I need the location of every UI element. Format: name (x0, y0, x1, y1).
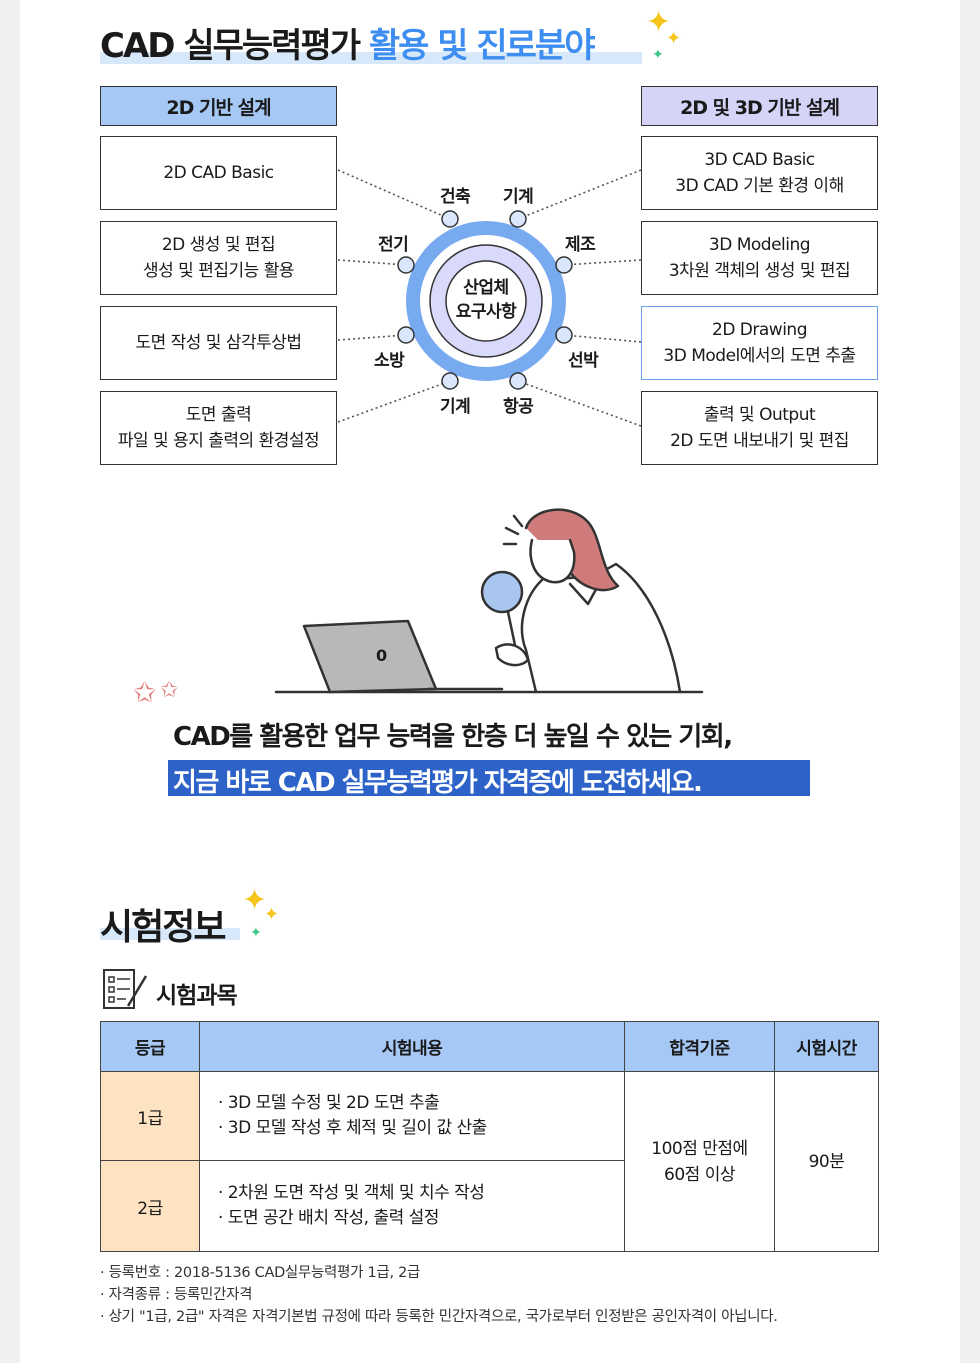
sparkle-icon: ✦ (652, 47, 664, 63)
hub-center-line: 요구사항 (455, 302, 517, 322)
laptop-screen (302, 619, 438, 694)
box-line: 3D CAD Basic (704, 150, 815, 170)
left-box-3: 도면 작성 및 삼각투상법 (100, 306, 337, 380)
sparkle-icon: ✦ (646, 5, 672, 40)
industry-label: 소방 (374, 351, 405, 371)
box-line: 2D CAD Basic (163, 163, 274, 183)
pass-criteria-cell: 100점 만점에 60점 이상 (624, 1071, 775, 1252)
laptop-logo: 0 (376, 646, 388, 665)
right-box-4: 출력 및 Output 2D 도면 내보내기 및 편집 (641, 391, 878, 465)
note-line: · 상기 "1급, 2급" 자격은 자격기본법 규정에 따라 등록한 민간자격으… (100, 1309, 778, 1325)
box-line: 3D CAD 기본 환경 이해 (675, 176, 844, 196)
page-title: CAD 실무능력평가 활용 및 진로분야 (100, 18, 596, 67)
industry-label: 기계 (503, 187, 534, 207)
industry-label: 항공 (503, 397, 534, 417)
box-line: 2D 도면 내보내기 및 편집 (670, 431, 849, 451)
connector-lines (337, 169, 642, 427)
grade-cell: 1급 (100, 1071, 200, 1161)
industry-label: 선박 (568, 351, 599, 371)
note-line: · 자격종류 : 등록민간자격 (100, 1287, 253, 1303)
box-line: 생성 및 편집기능 활용 (143, 261, 294, 281)
tagline-line-2: 지금 바로 CAD 실무능력평가 자격증에 도전하세요. (173, 768, 703, 798)
industry-label: 제조 (565, 235, 596, 255)
table-header-row: 등급 시험내용 합격기준 시험시간 (100, 1021, 879, 1072)
page: CAD 실무능력평가 활용 및 진로분야 ✦ ✦ ✦ 2D 기반 설계 2D 및… (20, 0, 960, 1363)
woman-magnifier-illustration (274, 508, 704, 694)
box-line: 3D Modeling (708, 235, 811, 255)
hub-nodes (397, 210, 573, 390)
magnifier-lens (480, 570, 524, 614)
note-line: · 등록번호 : 2018-5136 CAD실무능력평가 1급, 2급 (100, 1265, 421, 1281)
pass-criteria-line: 60점 이상 (664, 1164, 735, 1185)
industry-label: 기계 (440, 397, 471, 417)
right-box-1: 3D CAD Basic 3D CAD 기본 환경 이해 (641, 136, 878, 210)
star-icon: ✩ (160, 678, 179, 703)
exam-notes: · 등록번호 : 2018-5136 CAD실무능력평가 1급, 2급 · 자격… (100, 1262, 778, 1328)
content-item: · 도면 공간 배치 작성, 출력 설정 (218, 1208, 439, 1228)
table-row: 2급 · 2차원 도면 작성 및 객체 및 치수 작성 · 도면 공간 배치 작… (100, 1160, 879, 1252)
right-box-2: 3D Modeling 3차원 객체의 생성 및 편집 (641, 221, 878, 295)
industry-label: 전기 (378, 235, 409, 255)
box-line: 도면 출력 (185, 405, 252, 425)
header-pass-criteria: 합격기준 (624, 1021, 775, 1072)
sparkle-icon: ✦ (242, 883, 268, 918)
box-line: 2D 생성 및 편집 (161, 235, 276, 255)
magnifier-handle (506, 610, 518, 652)
page-title-highlight: 활용 및 진로분야 (368, 26, 596, 66)
content-cell: · 3D 모델 수정 및 2D 도면 추출 · 3D 모델 작성 후 체적 및 … (199, 1071, 625, 1161)
hub-center-line: 산업체 (463, 278, 509, 298)
left-column-header: 2D 기반 설계 (100, 86, 337, 126)
duration-cell: 90분 (774, 1071, 879, 1252)
page-title-plain: CAD 실무능력평가 (100, 26, 369, 66)
face (529, 538, 576, 584)
industry-label: 건축 (440, 187, 471, 207)
sparkle-icon: ✦ (264, 904, 280, 925)
exam-table: 등급 시험내용 합격기준 시험시간 1급 · 3D 모델 수정 및 2D 도면 … (100, 1021, 879, 1252)
left-box-4: 도면 출력 파일 및 용지 출력의 환경설정 (100, 391, 337, 465)
header-grade: 등급 (100, 1021, 200, 1072)
hand (494, 643, 530, 667)
section-title: 시험정보 (100, 907, 226, 948)
checklist-icon (103, 969, 148, 1009)
content-item: · 2차원 도면 작성 및 객체 및 치수 작성 (218, 1183, 485, 1203)
header-duration: 시험시간 (774, 1021, 879, 1072)
surprise-lines (502, 514, 524, 546)
star-icon: ✩ (133, 676, 157, 709)
right-box-3: 2D Drawing 3D Model에서의 도면 추출 (641, 306, 878, 380)
industry-hub-diagram (337, 169, 642, 427)
hub-center (445, 260, 527, 342)
section-title-highlight-bar (100, 928, 240, 940)
content-item: · 3D 모델 작성 후 체적 및 길이 값 산출 (218, 1118, 487, 1138)
sparkle-icon: ✦ (250, 925, 262, 941)
title-highlight-bar (100, 52, 642, 64)
box-line: 출력 및 Output (703, 405, 816, 425)
left-box-1: 2D CAD Basic (100, 136, 337, 210)
box-line: 2D Drawing (712, 320, 808, 340)
header-content: 시험내용 (199, 1021, 625, 1072)
box-line: 3D Model에서의 도면 추출 (663, 346, 856, 366)
pass-criteria-line: 100점 만점에 (651, 1138, 748, 1159)
box-line: 파일 및 용지 출력의 환경설정 (117, 431, 320, 451)
grade-cell: 2급 (100, 1160, 200, 1252)
table-row: 1급 · 3D 모델 수정 및 2D 도면 추출 · 3D 모델 작성 후 체적… (100, 1071, 879, 1252)
content-cell: · 2차원 도면 작성 및 객체 및 치수 작성 · 도면 공간 배치 작성, … (199, 1160, 625, 1252)
box-line: 3차원 객체의 생성 및 편집 (668, 261, 851, 281)
box-line: 도면 작성 및 삼각투상법 (135, 333, 302, 353)
tagline-highlight-bar (168, 760, 810, 796)
right-column-header: 2D 및 3D 기반 설계 (641, 86, 878, 126)
exam-subjects-title: 시험과목 (156, 983, 238, 1009)
hub-center-label: 산업체 요구사항 (436, 276, 536, 324)
left-box-2: 2D 생성 및 편집 생성 및 편집기능 활용 (100, 221, 337, 295)
tagline-line-1: CAD를 활용한 업무 능력을 한층 더 높일 수 있는 기회, (173, 722, 733, 752)
sparkle-icon: ✦ (666, 28, 682, 49)
content-item: · 3D 모델 수정 및 2D 도면 추출 (218, 1093, 440, 1113)
